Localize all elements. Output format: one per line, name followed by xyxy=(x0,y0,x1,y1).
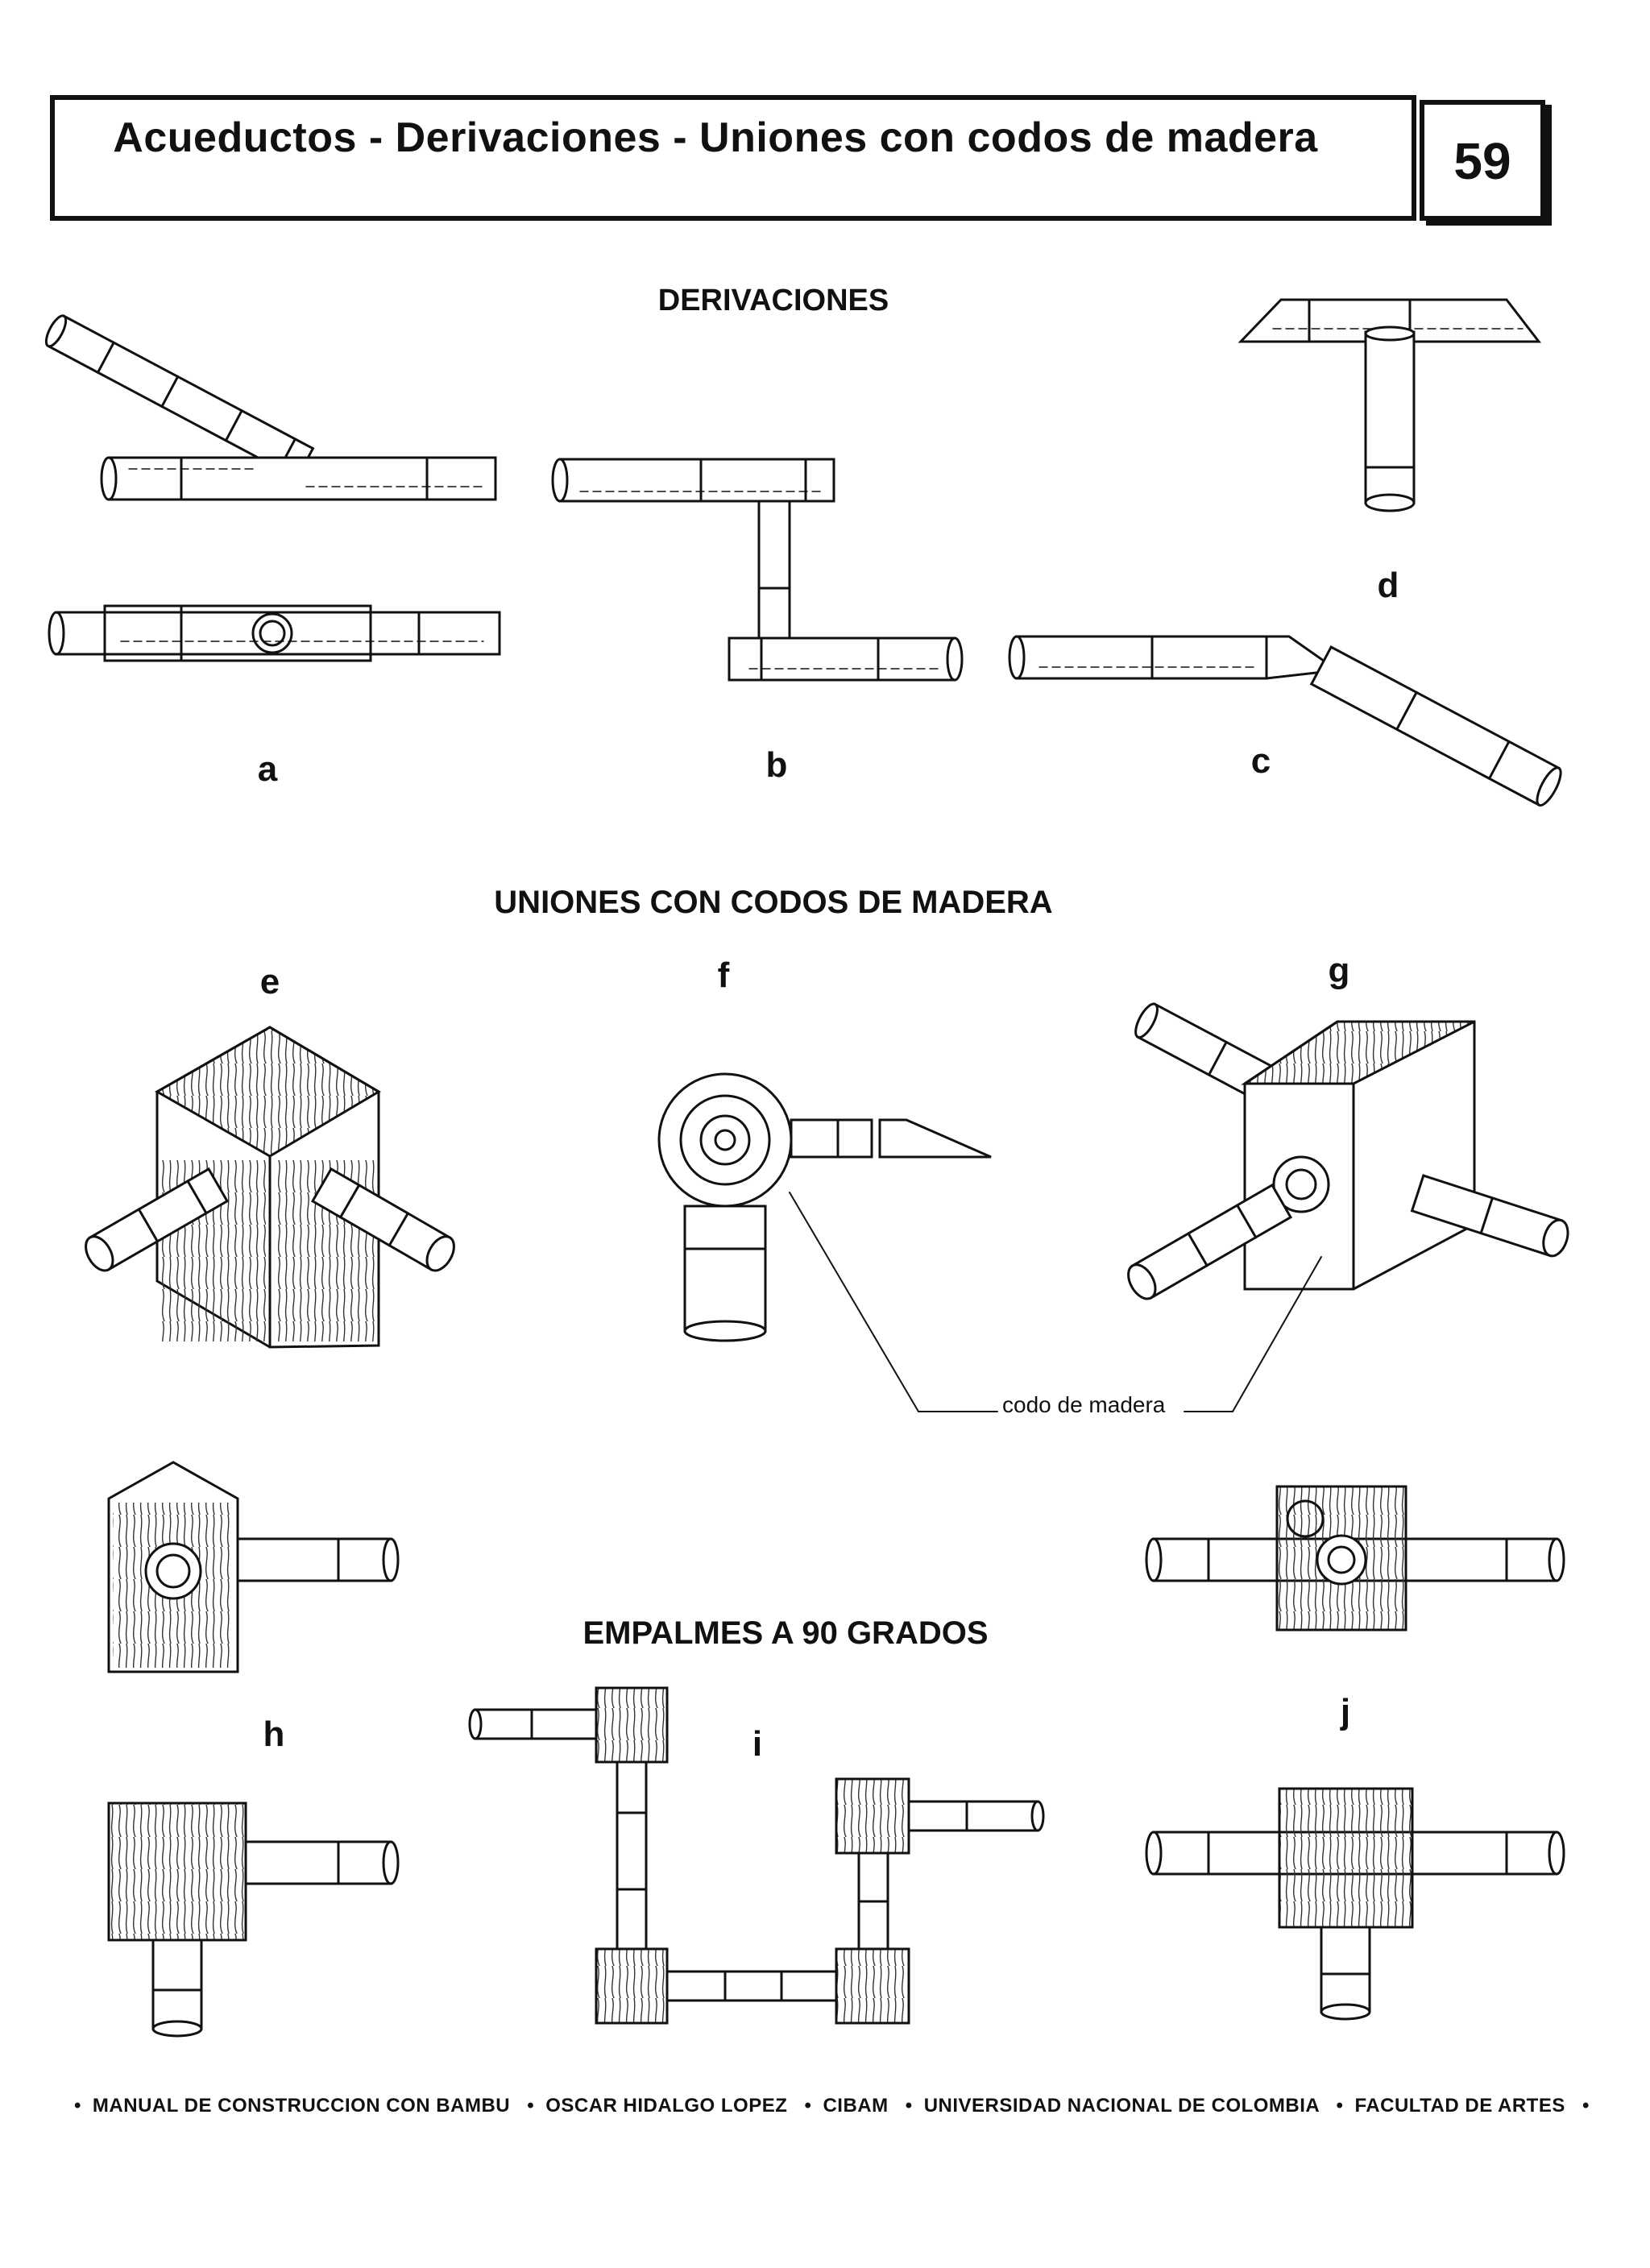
figure-label-j: j xyxy=(1340,1692,1351,1731)
page-number-box: 59 xyxy=(1420,100,1545,221)
page-number: 59 xyxy=(1453,132,1511,190)
figure-label-f: f xyxy=(717,956,730,995)
figure-f-drawing xyxy=(657,1072,992,1342)
figure-i-drawing xyxy=(468,1686,1045,2025)
figure-g-drawing xyxy=(1127,1002,1569,1300)
figure-h-upper-drawing xyxy=(107,1461,400,1673)
figure-label-b: b xyxy=(765,745,788,785)
footer-item: CIBAM xyxy=(823,2095,889,2117)
figure-label-g: g xyxy=(1328,951,1350,990)
figure-label-d: d xyxy=(1377,566,1399,605)
page-title: Acueductos - Derivaciones - Uniones con … xyxy=(113,114,1318,161)
footer-item: OSCAR HIDALGO LOPEZ xyxy=(545,2095,788,2117)
heading-derivaciones: DERIVACIONES xyxy=(657,284,889,317)
footer-item: FACULTAD DE ARTES xyxy=(1354,2095,1565,2117)
figure-c-drawing xyxy=(1008,635,1562,807)
figure-h-lower-drawing xyxy=(107,1802,400,2038)
footer-item: UNIVERSIDAD NACIONAL DE COLOMBIA xyxy=(923,2095,1320,2117)
footer-item: MANUAL DE CONSTRUCCION CON BAMBU xyxy=(92,2095,511,2117)
figure-label-i: i xyxy=(752,1724,763,1764)
figure-label-e: e xyxy=(259,962,280,1001)
callout-leaders xyxy=(789,1192,1322,1412)
figure-label-c: c xyxy=(1250,741,1271,781)
figure-b-drawing xyxy=(551,458,964,682)
callout-codo-de-madera: codo de madera xyxy=(999,1392,1169,1418)
figure-label-a: a xyxy=(257,749,278,789)
figure-a-drawing xyxy=(44,314,501,662)
heading-uniones: UNIONES CON CODOS DE MADERA xyxy=(494,885,1053,920)
figure-d-drawing xyxy=(1238,298,1542,512)
figure-j-lower-drawing xyxy=(1145,1787,1565,2021)
figure-j-upper-drawing xyxy=(1145,1485,1565,1632)
footer: •MANUAL DE CONSTRUCCION CON BAMBU •OSCAR… xyxy=(74,2095,1590,2117)
title-box: Acueductos - Derivaciones - Uniones con … xyxy=(50,95,1416,221)
heading-empalmes: EMPALMES A 90 GRADOS xyxy=(582,1615,989,1651)
figure-e-drawing xyxy=(85,1026,455,1349)
figure-label-h: h xyxy=(263,1714,285,1754)
